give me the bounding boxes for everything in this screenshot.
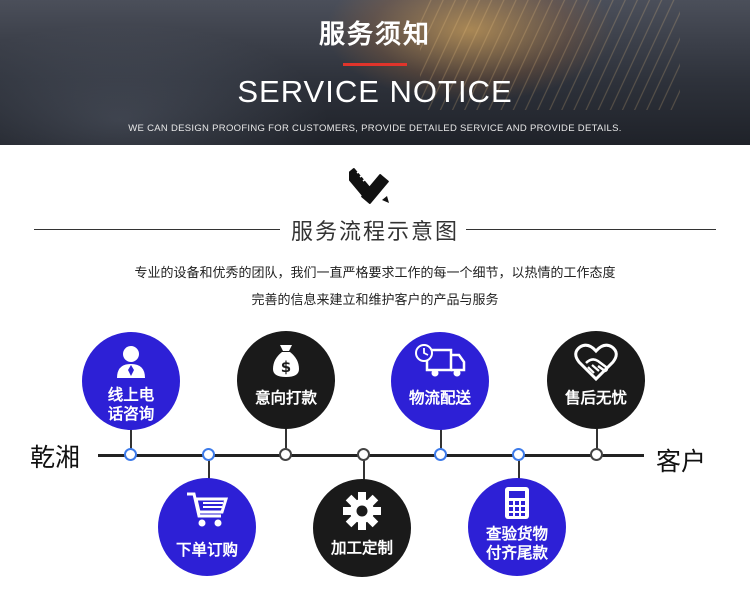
banner-title-cn: 服务须知 — [318, 20, 431, 50]
banner-sparks-decoration — [420, 0, 680, 110]
timeline-node — [357, 448, 370, 461]
section-desc-line2: 完善的信息来建立和维护客户的产品与服务 — [251, 293, 499, 308]
timeline-stem — [130, 425, 132, 451]
timeline-node — [434, 448, 447, 461]
timeline-stem — [440, 425, 442, 451]
step-place-order: 下单订购 — [158, 478, 256, 576]
step-after-sales: 售后无忧 — [547, 331, 645, 429]
start-label: 乾湘 — [30, 443, 81, 472]
banner-divider — [343, 63, 407, 66]
timeline-stem — [518, 460, 520, 482]
banner-subtitle: WE CAN DESIGN PROOFING FOR CUSTOMERS, PR… — [128, 123, 622, 134]
step-custom-processing: 加工定制 — [313, 479, 411, 577]
step-label: 查验货物 — [485, 525, 548, 543]
step-label: 售后无忧 — [564, 389, 627, 407]
step-label: 加工定制 — [330, 539, 393, 557]
section-rule-left — [34, 229, 280, 230]
header-banner: 服务须知 SERVICE NOTICE WE CAN DESIGN PROOFI… — [0, 0, 750, 145]
step-label: 话咨询 — [107, 405, 155, 423]
section-desc-line1: 专业的设备和优秀的团队，我们一直严格要求工作的每一个细节，以热情的工作态度 — [134, 266, 616, 281]
step-label: 线上电 — [107, 386, 155, 404]
pencil-ruler-icon — [349, 168, 389, 204]
timeline-node — [124, 448, 137, 461]
handshake-heart-icon — [574, 343, 618, 381]
step-label: 付齐尾款 — [485, 544, 548, 562]
section-rule-right — [466, 229, 716, 230]
section-title: 服务流程示意图 — [290, 220, 459, 245]
step-label: 物流配送 — [408, 389, 471, 407]
banner-title-en: SERVICE NOTICE — [237, 74, 513, 109]
customer-service-icon — [117, 346, 145, 378]
timeline-stem — [285, 424, 287, 451]
timeline-node — [512, 448, 525, 461]
timeline-stem — [208, 460, 210, 482]
end-label: 客户 — [656, 447, 707, 476]
step-inspect-and-pay: 查验货物 付齐尾款 — [468, 478, 566, 576]
timeline-stem — [596, 424, 598, 451]
step-label: 意向打款 — [254, 389, 317, 407]
timeline-stem — [363, 460, 365, 482]
svg-text:$: $ — [281, 358, 291, 376]
timeline-node — [202, 448, 215, 461]
timeline-line — [98, 454, 644, 457]
calculator-icon — [505, 487, 529, 519]
gear-icon — [343, 492, 381, 530]
step-logistics-delivery: 物流配送 — [391, 332, 489, 430]
timeline-node — [590, 448, 603, 461]
money-bag-icon: $ — [273, 345, 299, 377]
shopping-cart-icon — [187, 492, 229, 527]
step-intent-payment: $ 意向打款 — [237, 331, 335, 429]
step-label: 下单订购 — [175, 541, 238, 559]
step-online-consult: 线上电 话咨询 — [82, 332, 180, 430]
timeline-node — [279, 448, 292, 461]
delivery-truck-icon — [415, 344, 466, 377]
